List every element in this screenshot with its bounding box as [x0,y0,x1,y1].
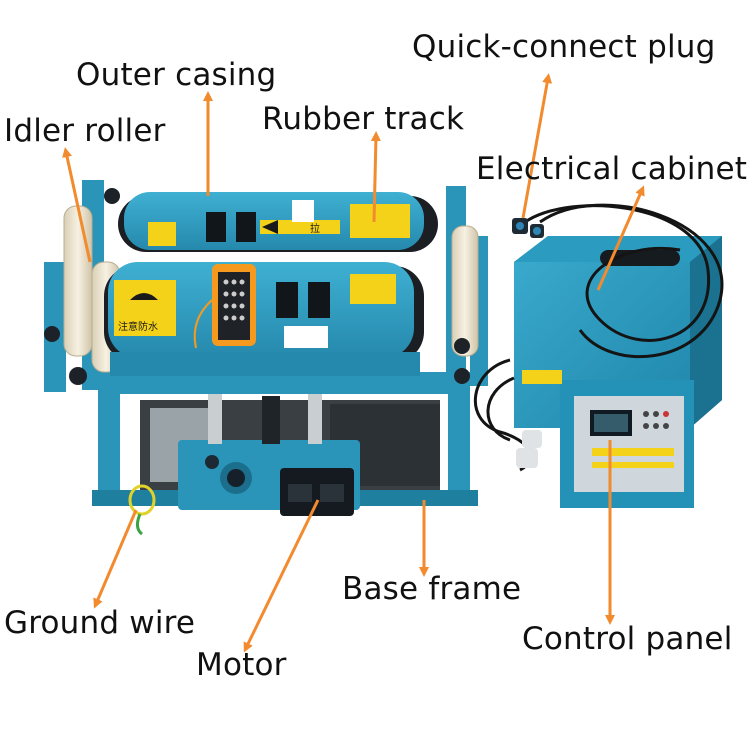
motor-housing [178,394,360,516]
lower-track-unit: 注意防水 [104,262,424,376]
arrow-idler-roller [62,147,92,263]
waterproof-marking: 注意防水 [118,320,158,333]
control-panel-shape [574,396,684,492]
ground-wire-shape [128,484,156,536]
label-rubber-track: Rubber track [262,101,465,137]
label-outer-casing: Outer casing [76,57,277,93]
label-quick-connect-plug: Quick-connect plug [412,29,716,65]
label-electrical-cabinet: Electrical cabinet [476,151,748,187]
label-base-frame: Base frame [342,571,522,607]
label-control-panel: Control panel [522,621,733,657]
arrow-electrical-cabinet [596,185,645,291]
arrow-motor [243,499,320,653]
label-idler-roller: Idler roller [4,113,166,149]
arrow-quick-connect-plug [521,73,553,219]
pull-marking: 拉 [310,222,320,235]
callout-arrows [62,73,645,653]
arrow-rubber-track [370,131,381,223]
upper-track-unit: 拉 [118,192,438,252]
arrow-ground-wire [93,509,138,609]
quick-connect-plug-shape [512,218,544,238]
label-motor: Motor [196,647,287,683]
right-side-frame [446,186,488,386]
cable-glands [516,430,542,468]
label-ground-wire: Ground wire [4,605,196,641]
remote-control [193,264,256,349]
